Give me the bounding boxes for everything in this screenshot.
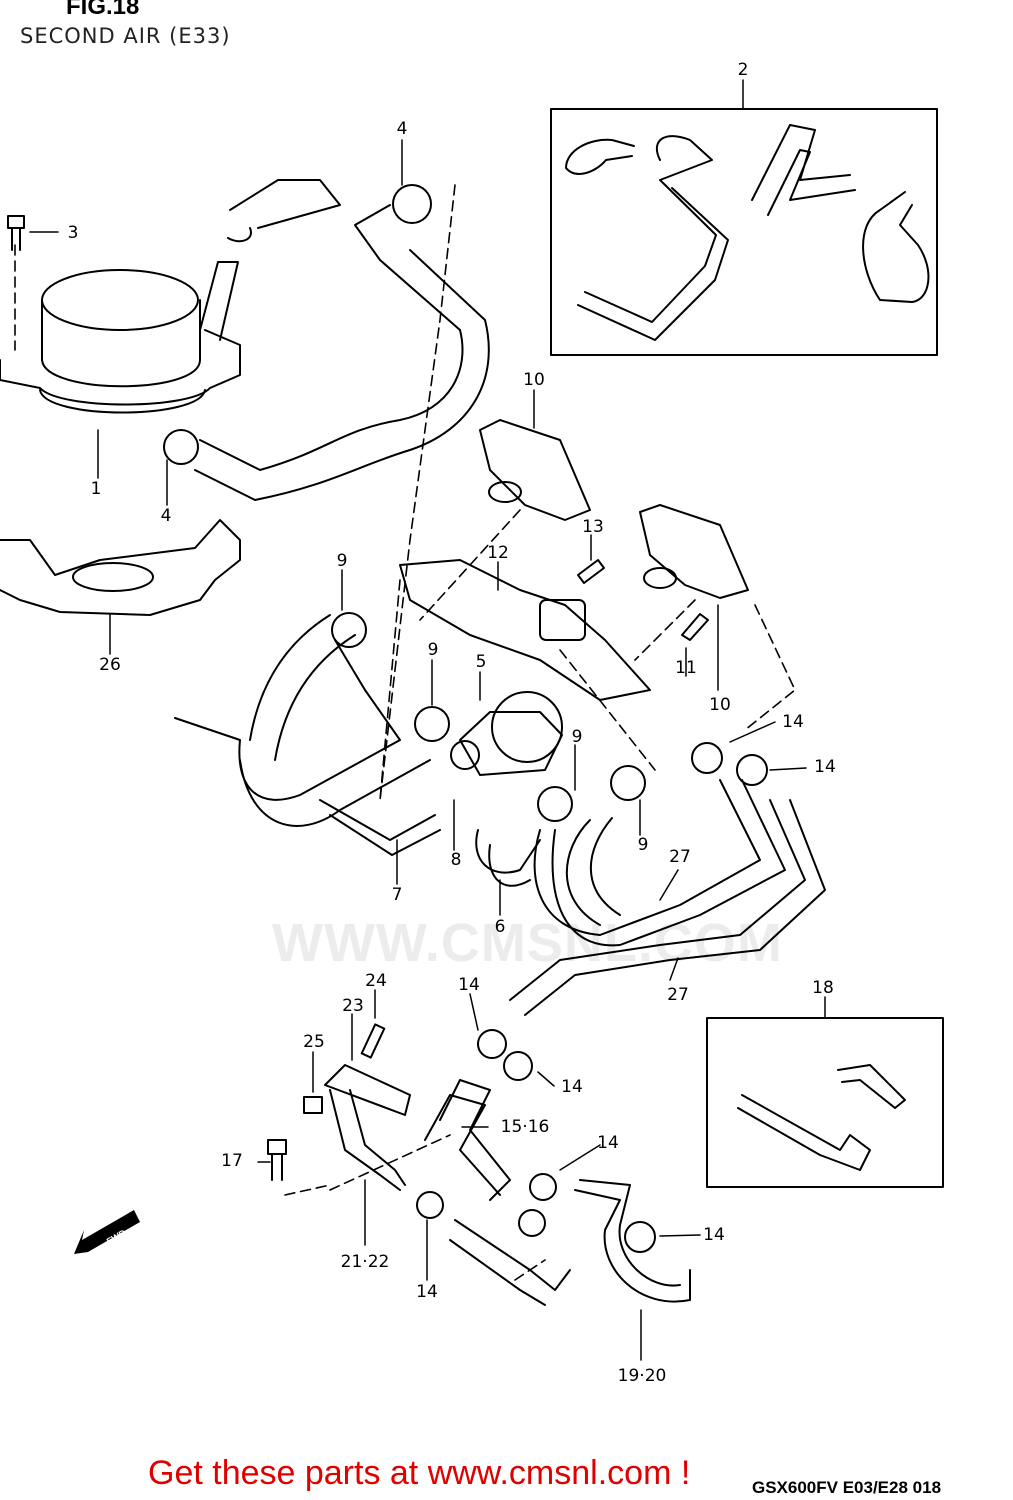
hose-2d: [862, 191, 930, 303]
callout-6[interactable]: 6: [494, 917, 506, 937]
part-26-hole: [72, 562, 154, 592]
callout-14-g[interactable]: 14: [703, 1225, 725, 1245]
part-1-body: [41, 299, 201, 388]
figure-number: FIG.18: [66, 0, 140, 20]
hose-2b: [577, 135, 729, 341]
parts-link-banner[interactable]: Get these parts at www.cmsnl.com !: [148, 1454, 691, 1492]
callout-26[interactable]: 26: [99, 655, 121, 675]
callout-14-e[interactable]: 14: [416, 1282, 438, 1302]
part-1-flange: [0, 329, 241, 406]
hose-left-u2: [249, 614, 356, 761]
hose-6: [475, 829, 541, 887]
callout-14-f[interactable]: 14: [597, 1133, 619, 1153]
callout-27-a[interactable]: 27: [669, 847, 691, 867]
bolt-3: [7, 215, 25, 229]
callout-17[interactable]: 17: [221, 1151, 243, 1171]
hose-15-16: [424, 1079, 511, 1201]
part-2-box: [550, 108, 938, 356]
hose-27c: [509, 799, 826, 1016]
callout-7[interactable]: 7: [391, 885, 403, 905]
callout-4-top[interactable]: 4: [396, 119, 408, 139]
hose-27b: [565, 817, 621, 926]
callout-5[interactable]: 5: [475, 652, 487, 672]
callout-9-right[interactable]: 9: [571, 727, 583, 747]
model-code: GSX600FV E03/E28 018: [752, 1478, 942, 1497]
fwd-arrow-icon: [74, 1210, 140, 1254]
part-12-valve: [539, 599, 586, 641]
part-23-gasket: [324, 1064, 411, 1116]
hose-upper: [227, 179, 341, 243]
callout-15-16[interactable]: 15·16: [500, 1117, 550, 1137]
part-10-reed-a: [479, 419, 591, 521]
stud-24: [360, 1023, 386, 1059]
bolt-13: [577, 559, 605, 584]
hose-upper-long: [194, 204, 490, 501]
bolt-11: [681, 613, 709, 641]
part-12-plate: [399, 559, 651, 701]
part-1-base: [39, 389, 206, 414]
part-1-lid: [41, 269, 199, 331]
callout-9-lower[interactable]: 9: [637, 835, 649, 855]
hose-7: [319, 799, 441, 856]
callout-13[interactable]: 13: [582, 517, 604, 537]
part-1-neck: [199, 261, 239, 341]
callout-25[interactable]: 25: [303, 1032, 325, 1052]
callout-2[interactable]: 2: [737, 60, 749, 80]
clamps: [163, 184, 768, 1253]
callout-8[interactable]: 8: [450, 850, 462, 870]
hose-18b: [737, 1094, 871, 1171]
callout-10-top[interactable]: 10: [523, 370, 545, 390]
hose-19-20: [574, 1179, 691, 1303]
callout-18[interactable]: 18: [812, 978, 834, 998]
callout-10-right[interactable]: 10: [709, 695, 731, 715]
part-10-reed-b: [639, 504, 749, 599]
part-5-valve: [491, 691, 563, 763]
hose-2c: [751, 124, 856, 216]
hose-21-22: [329, 1089, 406, 1191]
callout-12[interactable]: 12: [487, 543, 509, 563]
part-5-body: [459, 711, 563, 776]
callout-9-center[interactable]: 9: [427, 640, 439, 660]
hose-2a: [565, 138, 635, 175]
callout-1[interactable]: 1: [90, 479, 102, 499]
callout-27-b[interactable]: 27: [667, 985, 689, 1005]
hose-lower-14: [449, 1219, 571, 1306]
callout-19-20[interactable]: 19·20: [617, 1366, 667, 1386]
callout-24[interactable]: 24: [365, 971, 387, 991]
callout-11[interactable]: 11: [675, 658, 697, 678]
hose-27a: [533, 779, 786, 947]
callout-23[interactable]: 23: [342, 996, 364, 1016]
callout-14-b[interactable]: 14: [814, 757, 836, 777]
callout-21-22[interactable]: 21·22: [340, 1252, 390, 1272]
hose-left-u: [174, 639, 431, 827]
bolt-17: [267, 1139, 287, 1155]
part-26-bracket: [0, 519, 241, 616]
callout-14-d[interactable]: 14: [561, 1077, 583, 1097]
callout-4-left[interactable]: 4: [160, 506, 172, 526]
callout-14-c[interactable]: 14: [458, 975, 480, 995]
figure-title: SECOND AIR (E33): [20, 24, 231, 48]
part-18-box: [706, 1017, 944, 1188]
callout-3[interactable]: 3: [67, 223, 79, 243]
hose-18a: [837, 1064, 906, 1109]
nut-25: [303, 1096, 323, 1114]
callout-9-left[interactable]: 9: [336, 551, 348, 571]
watermark: WWW.CMSNL.COM: [272, 913, 783, 973]
callout-14-a[interactable]: 14: [782, 712, 804, 732]
